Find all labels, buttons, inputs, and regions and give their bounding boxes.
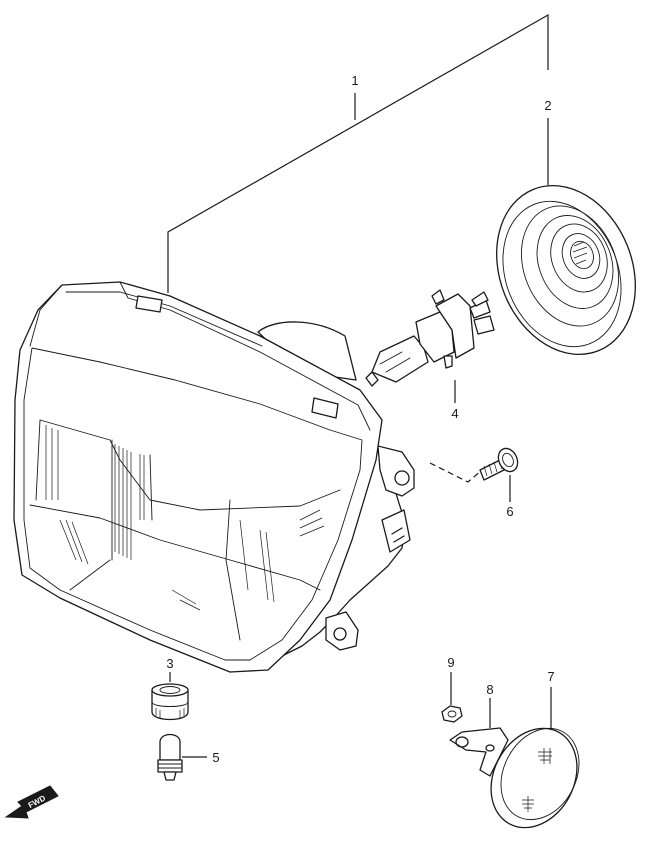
headlamp-lens [13, 281, 383, 673]
leader-lines [167, 13, 552, 758]
forward-arrow-icon: FWD [4, 785, 59, 819]
mounting-bolt [479, 447, 519, 481]
callout-labels: 1 2 3 4 5 6 7 8 9 [166, 73, 554, 765]
callout-7: 7 [547, 669, 554, 684]
rubber-grommet [151, 683, 189, 721]
callout-6: 6 [506, 504, 513, 519]
callout-8: 8 [486, 682, 493, 697]
callout-2: 2 [544, 98, 551, 113]
callout-4: 4 [451, 406, 458, 421]
reflector-bracket [449, 727, 509, 777]
callout-3: 3 [166, 656, 173, 671]
position-bulb [157, 733, 183, 781]
callout-5: 5 [212, 750, 219, 765]
callout-9: 9 [447, 655, 454, 670]
reflector [490, 727, 580, 829]
headlamp-bulb [365, 289, 495, 387]
callout-1: 1 [351, 73, 358, 88]
nut [441, 705, 463, 723]
headlamp-boot-cover [496, 184, 636, 356]
